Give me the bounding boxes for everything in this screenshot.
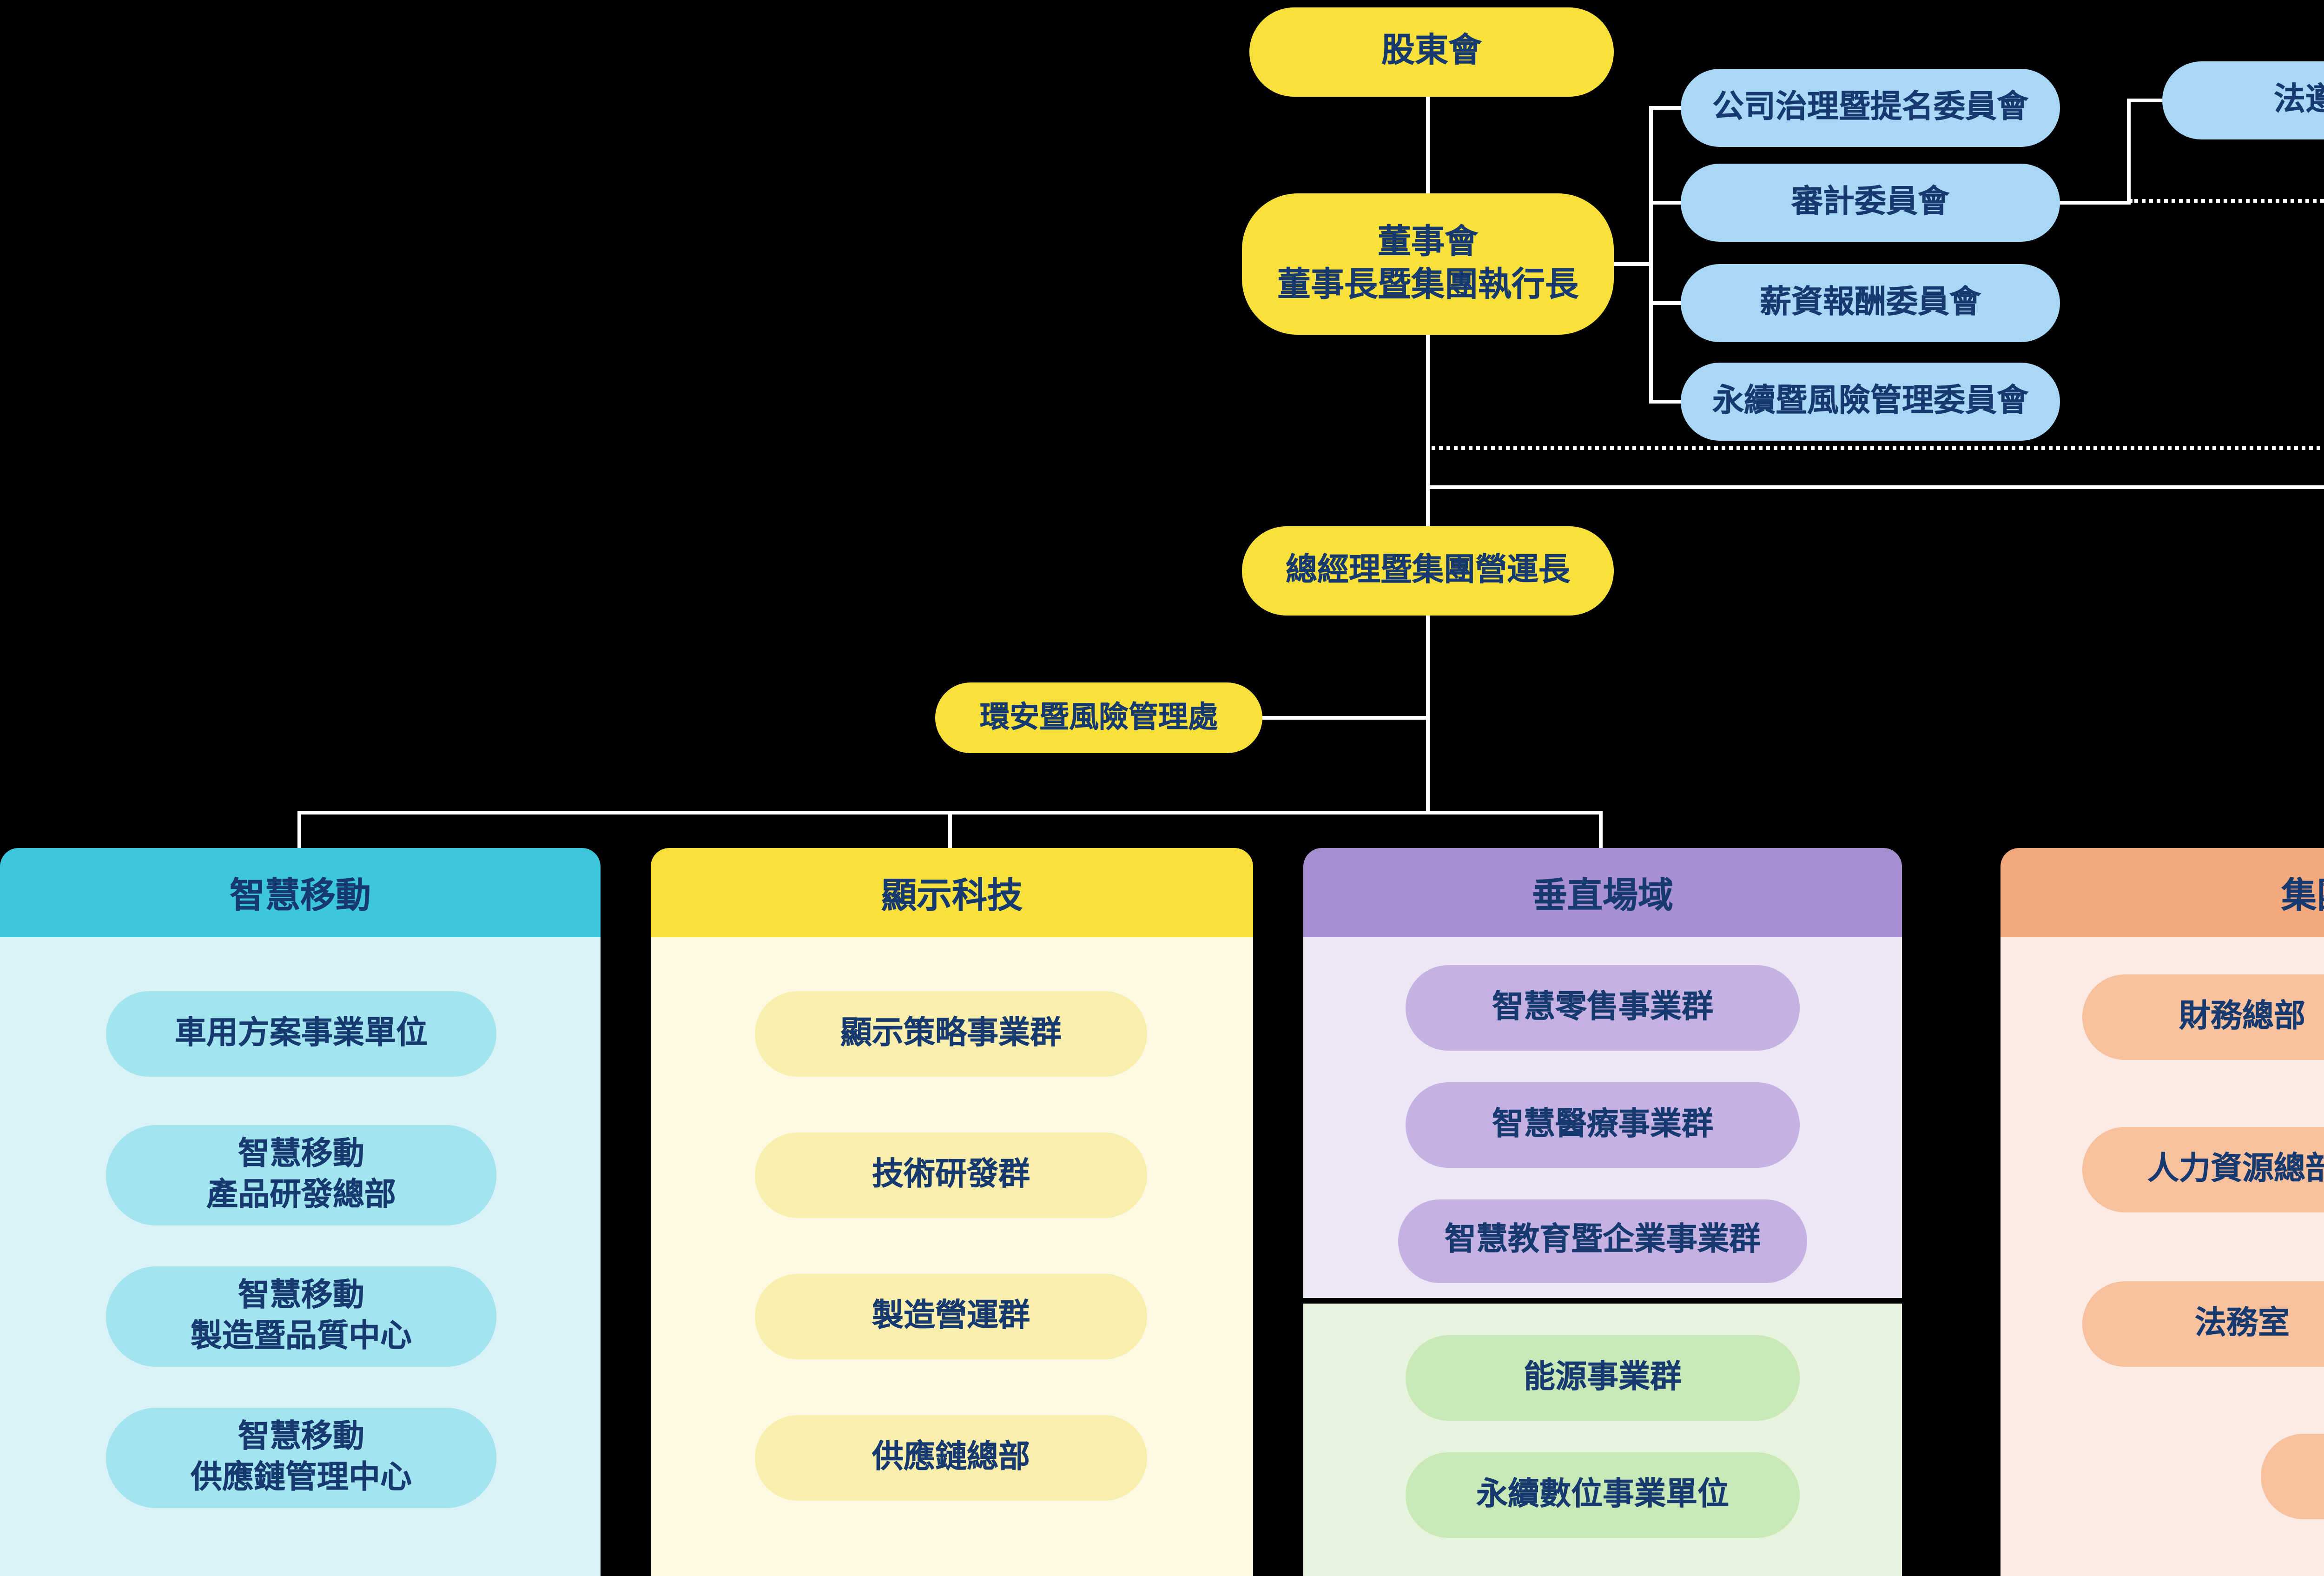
group-vertical-domains-header: 垂直場域 xyxy=(1303,848,1902,937)
connector-audit-elbow-h2 xyxy=(2127,99,2164,102)
group-operations-support-header: 集團營運支援單位 xyxy=(2000,848,2324,937)
connector-audit-elbow-v xyxy=(2127,99,2131,205)
unit-pill: 技術研發群 xyxy=(755,1132,1147,1218)
node-president: 總經理暨集團營運長 xyxy=(1242,526,1614,616)
unit-pill: 法務室 xyxy=(2082,1281,2324,1367)
node-board: 董事會 董事長暨集團執行長 xyxy=(1242,193,1614,335)
node-shareholders: 股東會 xyxy=(1249,7,1614,97)
dotted-audit-to-right-edge xyxy=(2129,199,2324,203)
connector-drop-group-1 xyxy=(297,811,301,850)
group-title: 垂直場域 xyxy=(1532,875,1673,916)
unit-pill: 顯示策略事業群 xyxy=(755,991,1147,1077)
connector-drop-group-2 xyxy=(948,811,952,850)
unit-pill: 能源事業群 xyxy=(1406,1335,1800,1421)
unit-pill: 智慧醫療事業群 xyxy=(1406,1082,1800,1168)
connector-president-distribution xyxy=(1425,614,1429,813)
group-display-technology-header: 顯示科技 xyxy=(651,848,1253,937)
unit-pill: 智慧教育暨企業事業群 xyxy=(1398,1199,1807,1283)
unit-pill: 智慧移動 製造暨品質中心 xyxy=(106,1266,496,1367)
unit-pill: 製造營運群 xyxy=(755,1274,1147,1359)
node-chief-compliance: 法遵總顧問 xyxy=(2162,61,2324,139)
node-committee-sustainability-risk: 永續暨風險管理委員會 xyxy=(1681,363,2060,441)
connector-drop-group-3 xyxy=(1599,811,1603,850)
connector-stub-committee-3 xyxy=(1649,301,1683,305)
connector-board-bracket xyxy=(1614,262,1651,266)
unit-pill: 財務總部 xyxy=(2082,974,2324,1060)
node-committee-governance: 公司治理暨提名委員會 xyxy=(1681,69,2060,147)
group-vertical-domains: 垂直場域 智慧零售事業群 智慧醫療事業群 智慧教育暨企業事業群 能源事業群 永續… xyxy=(1303,848,1902,1576)
node-ehs-risk: 環安暨風險管理處 xyxy=(935,682,1262,753)
connector-bracket-spine xyxy=(1649,106,1653,404)
connector-stub-committee-1 xyxy=(1649,106,1683,110)
connector-group-4-horizontal xyxy=(1425,485,2324,489)
node-committee-compensation: 薪資報酬委員會 xyxy=(1681,264,2060,342)
connector-audit-elbow-h1 xyxy=(2058,201,2131,205)
unit-pill: 智慧零售事業群 xyxy=(1406,965,1800,1051)
dotted-compliance-to-spine xyxy=(1426,446,2324,450)
group-title: 顯示科技 xyxy=(881,875,1023,916)
unit-pill: 人力資源總部 xyxy=(2082,1127,2324,1212)
group-smart-mobility: 智慧移動 車用方案事業單位 智慧移動 產品研發總部 智慧移動 製造暨品質中心 智… xyxy=(0,848,601,1576)
unit-pill: 供應鏈總部 xyxy=(755,1415,1147,1501)
unit-pill-audit-office: 稽核管理處 xyxy=(2261,1434,2324,1519)
connector-shareholders-board xyxy=(1425,97,1429,195)
connector-board-president xyxy=(1425,333,1429,528)
connector-stub-committee-4 xyxy=(1649,400,1683,404)
unit-pill: 智慧移動 供應鏈管理中心 xyxy=(106,1408,496,1508)
group-operations-support: 集團營運支援單位 財務總部 數位技術發展總部 人力資源總部 永續發展總部 法務室… xyxy=(2000,848,2324,1576)
unit-pill: 永續數位事業單位 xyxy=(1406,1452,1800,1538)
unit-pill: 車用方案事業單位 xyxy=(106,991,496,1077)
group-title: 集團營運支援單位 xyxy=(2281,875,2324,916)
group-smart-mobility-header: 智慧移動 xyxy=(0,848,601,937)
connector-stub-committee-2 xyxy=(1649,201,1683,205)
group-display-technology: 顯示科技 顯示策略事業群 技術研發群 製造營運群 供應鏈總部 xyxy=(651,848,1253,1576)
unit-pill: 智慧移動 產品研發總部 xyxy=(106,1125,496,1225)
node-committee-audit: 審計委員會 xyxy=(1681,164,2060,242)
connector-ehs xyxy=(1261,716,1426,720)
group-title: 智慧移動 xyxy=(229,875,371,916)
